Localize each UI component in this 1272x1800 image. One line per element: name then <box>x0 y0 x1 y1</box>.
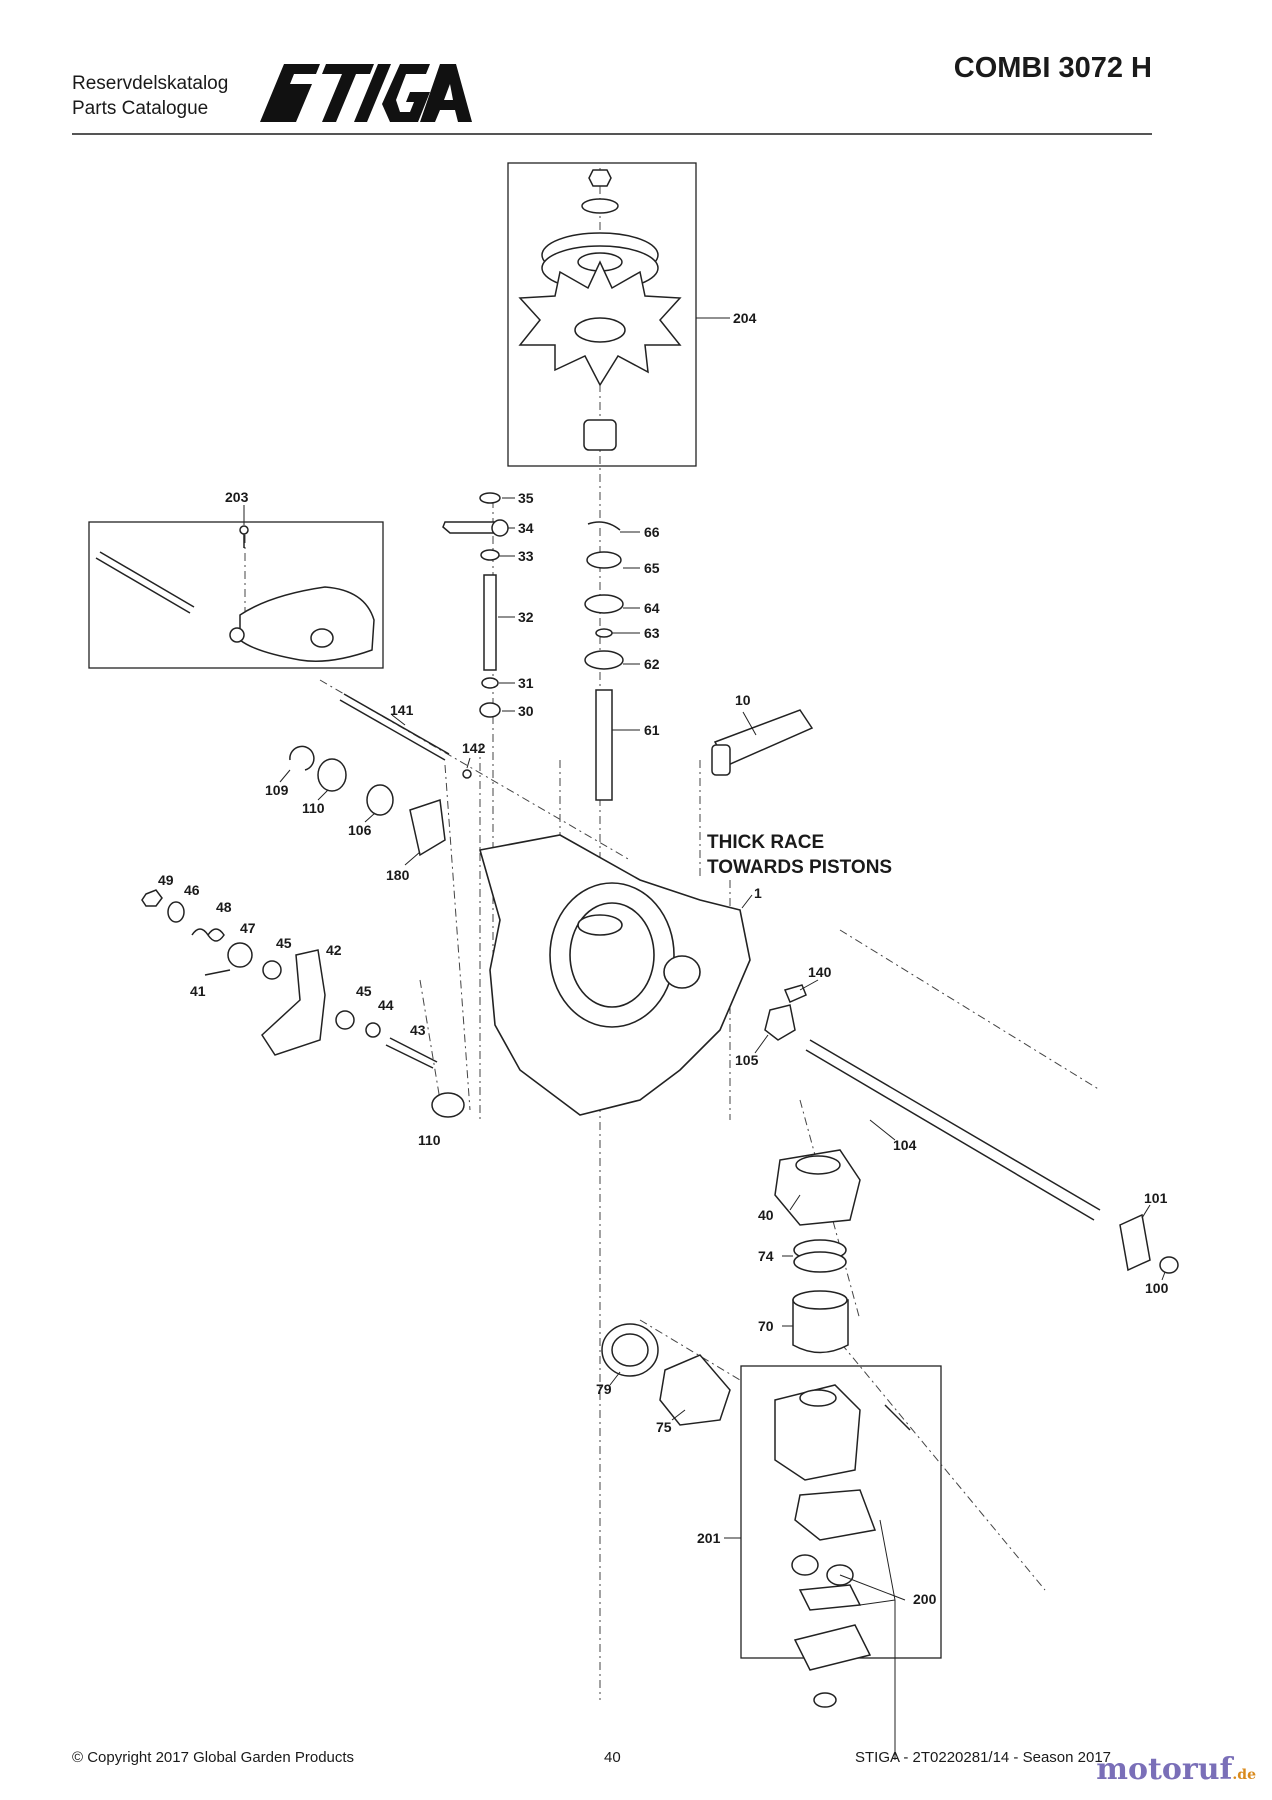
note-line2: TOWARDS PISTONS <box>707 857 893 878</box>
callout-label: 44 <box>378 997 394 1013</box>
model-title: COMBI 3072 H <box>953 52 1152 84</box>
catalog-title-line2: Parts Catalogue <box>72 98 209 119</box>
callout-label: 47 <box>240 920 256 936</box>
stiga-logo <box>260 64 472 122</box>
callout-label: 101 <box>1144 1190 1168 1206</box>
callout-label: 66 <box>644 524 660 540</box>
callout-label: 201 <box>697 1530 721 1546</box>
callout-label: 45 <box>356 983 372 999</box>
catalog-title-line1: Reservdelskatalog <box>72 73 229 94</box>
callout-label: 74 <box>758 1248 774 1264</box>
callout-label: 203 <box>225 489 249 505</box>
document-id: STIGA - 2T0220281/14 - Season 2017 <box>855 1749 1112 1766</box>
watermark-main: motoruf <box>1096 1752 1233 1787</box>
page-number: 40 <box>604 1749 621 1766</box>
callout-label: 105 <box>735 1052 759 1068</box>
callout-label: 48 <box>216 899 232 915</box>
callout-label: 180 <box>386 867 410 883</box>
callout-label: 65 <box>644 560 660 576</box>
callout-label: 34 <box>518 520 534 536</box>
callout-label: 31 <box>518 675 534 691</box>
callout-label: 204 <box>733 310 757 326</box>
callout-label: 35 <box>518 490 534 506</box>
callout-label: 109 <box>265 782 289 798</box>
callout-label: 41 <box>190 983 206 999</box>
callout-label: 100 <box>1145 1280 1169 1296</box>
callout-label: 1 <box>754 885 762 901</box>
note-line1: THICK RACE <box>707 832 825 853</box>
callout-label: 200 <box>913 1591 937 1607</box>
watermark-suffix: .de <box>1232 1767 1256 1783</box>
callout-label: 142 <box>462 740 486 756</box>
callout-label: 33 <box>518 548 534 564</box>
copyright-text: © Copyright 2017 Global Garden Products <box>72 1749 355 1766</box>
watermark-logo: motoruf.de <box>1096 1752 1256 1787</box>
callout-label: 110 <box>302 800 325 816</box>
callout-label: 42 <box>326 942 342 958</box>
callout-label: 46 <box>184 882 200 898</box>
callout-label: 45 <box>276 935 292 951</box>
callout-label: 49 <box>158 872 174 888</box>
callout-label: 75 <box>656 1419 672 1435</box>
callout-label: 64 <box>644 600 660 616</box>
callout-label: 70 <box>758 1318 774 1334</box>
callout-label: 10 <box>735 692 751 708</box>
callout-label: 63 <box>644 625 660 641</box>
assembly-note: THICK RACE TOWARDS PISTONS <box>707 830 892 880</box>
callout-label: 79 <box>596 1381 612 1397</box>
callout-label: 30 <box>518 703 534 719</box>
callout-label: 141 <box>390 702 414 718</box>
callout-label: 104 <box>893 1137 917 1153</box>
callout-label: 62 <box>644 656 660 672</box>
callout-label: 61 <box>644 722 660 738</box>
callout-label: 140 <box>808 964 832 980</box>
header-rule <box>72 133 1152 135</box>
callout-label: 40 <box>758 1207 774 1223</box>
callout-label: 32 <box>518 609 534 625</box>
callout-label: 106 <box>348 822 372 838</box>
callout-label: 43 <box>410 1022 426 1038</box>
callout-label: 110 <box>418 1132 441 1148</box>
